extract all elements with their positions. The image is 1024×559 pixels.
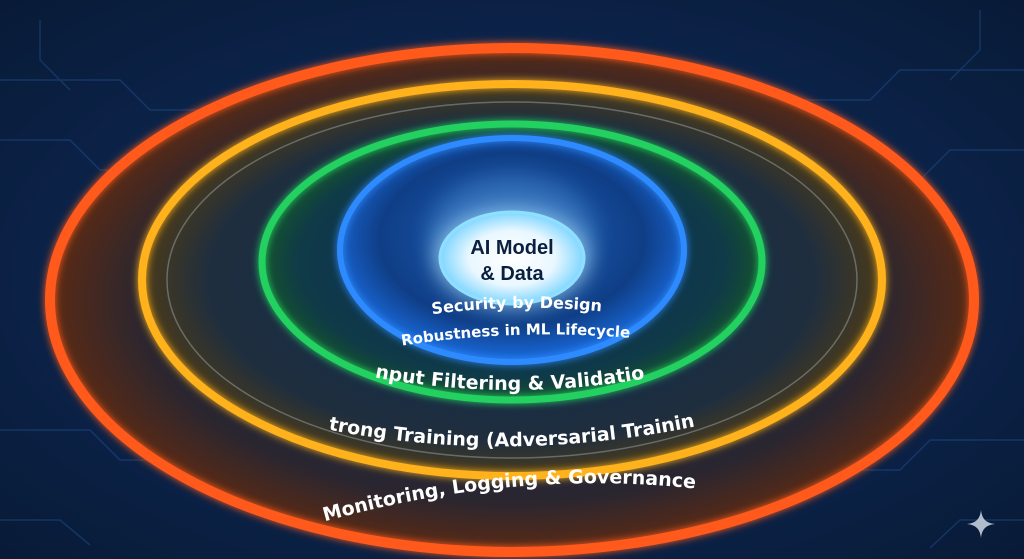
core-label-line2: & Data: [480, 263, 544, 285]
ring-stroke-training: [138, 80, 886, 480]
sparkle-icon: [967, 510, 995, 538]
core-node: [438, 210, 586, 306]
core-label-line1: AI Model: [470, 237, 553, 259]
ring-stroke-monitoring: [45, 43, 979, 557]
ring-faint: [166, 101, 858, 459]
ring-stroke-input: [258, 120, 766, 404]
ring-stroke-security: [337, 135, 687, 365]
